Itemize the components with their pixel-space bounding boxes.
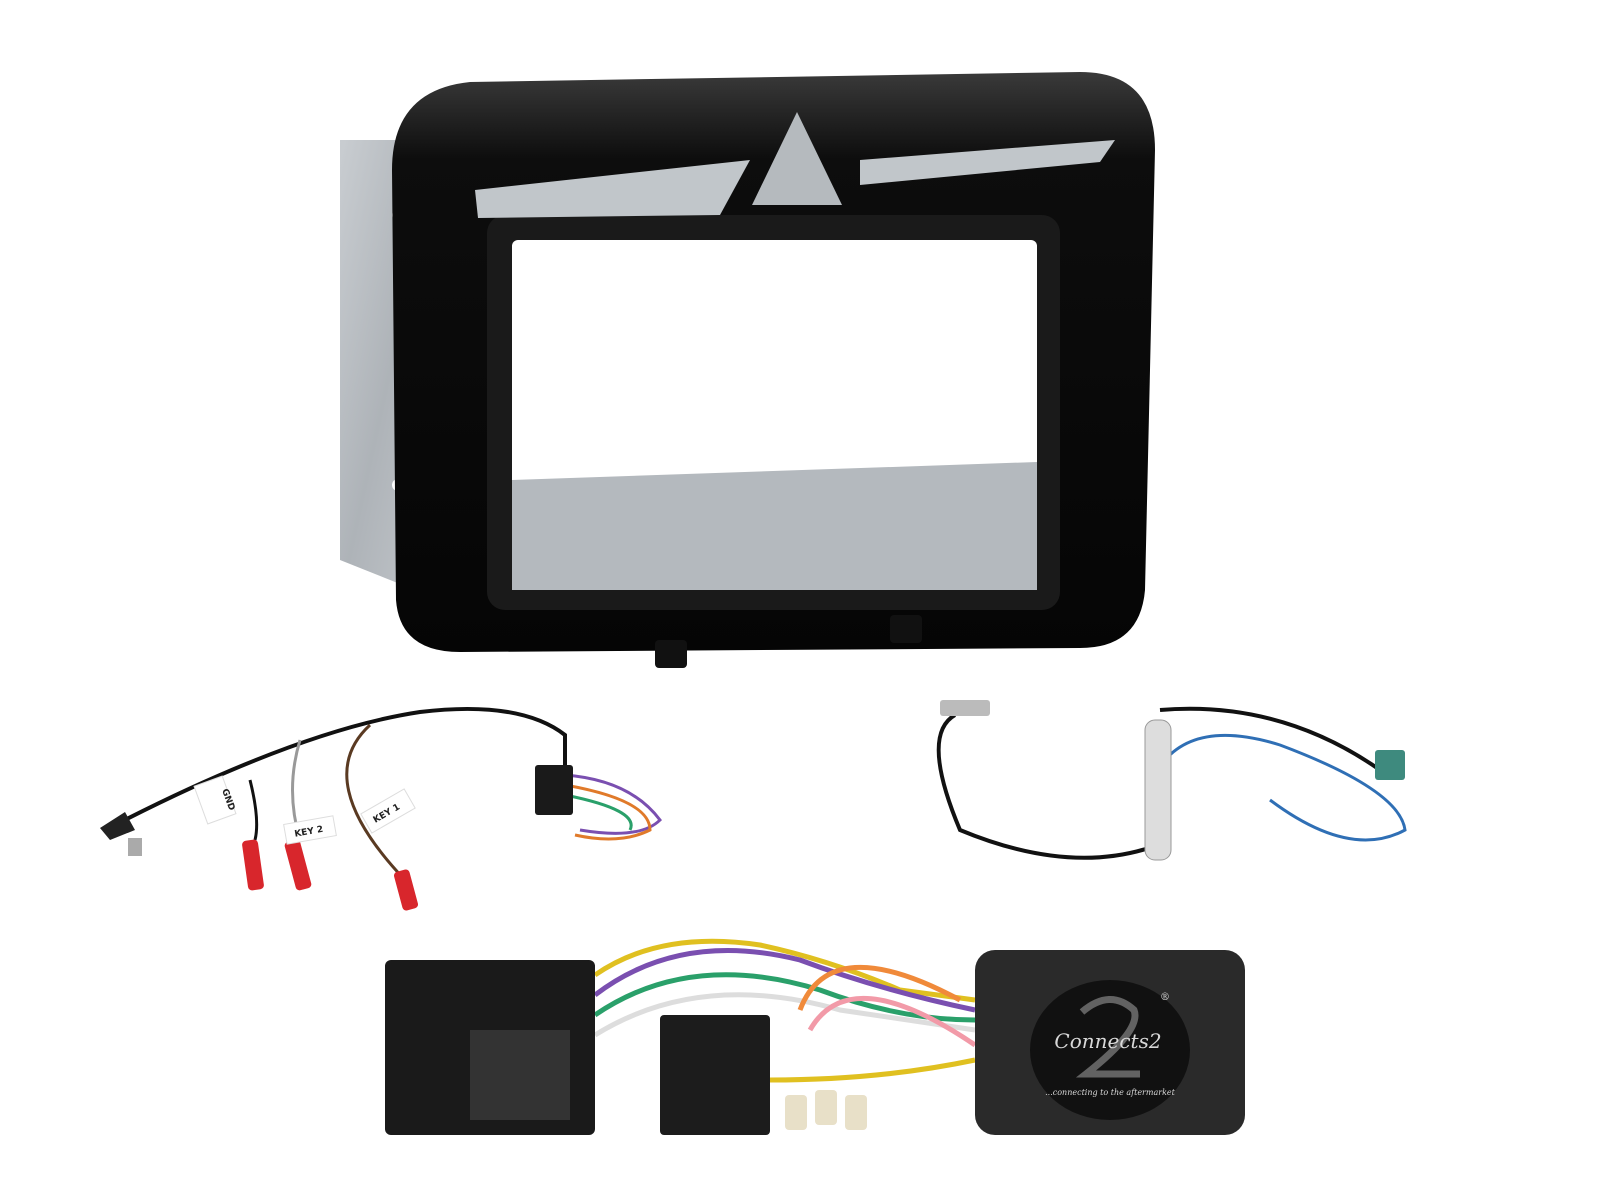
hazard-button-recess	[752, 112, 842, 205]
fakra-connector	[1375, 750, 1405, 780]
wire-label-key2-text: KEY 2	[294, 825, 324, 840]
fascia-panel	[392, 72, 1155, 668]
iso-connector	[660, 1015, 770, 1135]
logo-brand-text: Connects2	[1054, 1029, 1161, 1053]
logo-registered-mark: ®	[1160, 992, 1170, 1003]
logo-tagline: ...connecting to the aftermarket	[1045, 1088, 1176, 1097]
din-plug	[940, 700, 990, 716]
logo-numeral-graphic	[1075, 996, 1140, 1078]
red-spade-connectors	[242, 839, 419, 911]
connects2-logo: Connects2 ® ...connecting to the afterma…	[1045, 992, 1176, 1097]
inline-amplifier	[1144, 719, 1172, 861]
jack-plug	[100, 812, 135, 840]
multi-pin-plug	[535, 765, 573, 815]
steering-control-lead: GND KEY 2 KEY 1	[100, 706, 662, 911]
antenna-adapter	[936, 700, 1407, 861]
vehicle-harness	[385, 938, 977, 1135]
wire-label-key1: KEY 1	[360, 788, 416, 834]
wire-label-key2: KEY 2	[283, 815, 337, 845]
antenna-power-connectors	[785, 1090, 867, 1130]
steering-interface-box: Connects2 ® ...connecting to the afterma…	[975, 950, 1245, 1135]
